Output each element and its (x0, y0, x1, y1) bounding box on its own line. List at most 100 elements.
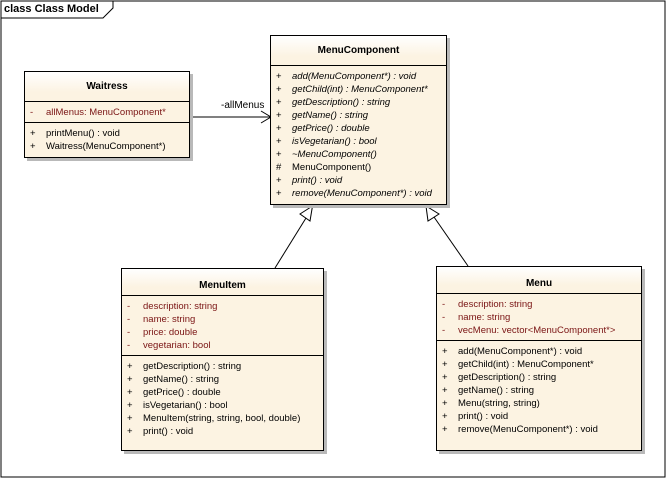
visibility-marker: + (276, 71, 282, 82)
operation-row[interactable]: + printMenu() : void (25, 127, 189, 140)
operation-text: getPrice() : double (292, 123, 370, 134)
operation-row[interactable]: + getPrice() : double (122, 386, 323, 399)
class-menuitem[interactable]: MenuItem - description: string - name: stri… (121, 268, 324, 451)
operation-row[interactable]: +~MenuComponent() (271, 148, 446, 161)
visibility-marker: + (127, 374, 133, 385)
attribute-row[interactable]: -description: string (437, 298, 641, 311)
operation-row[interactable]: + MenuItem(string, string, bool, double) (122, 412, 323, 425)
operation-text: isVegetarian() : bool (292, 136, 377, 147)
visibility-marker: - (127, 327, 131, 338)
attribute-text: vecMenu: vector<MenuComponent*> (458, 325, 616, 336)
class-menu[interactable]: Menu -description: string-name: string- v… (436, 266, 642, 451)
attribute-row[interactable]: - allMenus: MenuComponent* (25, 106, 189, 119)
operation-text: add(MenuComponent*) : void (458, 346, 583, 357)
operation-text: getPrice() : double (143, 387, 221, 398)
operation-text: MenuItem(string, string, bool, double) (143, 413, 301, 424)
visibility-marker: + (276, 149, 282, 160)
attribute-text: vegetarian: bool (143, 340, 211, 351)
visibility-marker: + (127, 387, 133, 398)
attribute-text: description: string (458, 299, 533, 310)
attribute-row[interactable]: - vegetarian: bool (122, 339, 323, 352)
visibility-marker: + (442, 346, 448, 357)
class-menu-name: Menu (437, 267, 641, 294)
attribute-row[interactable]: -name: string (437, 311, 641, 324)
visibility-marker: + (442, 359, 448, 370)
operation-text: print() : void (292, 175, 343, 186)
visibility-marker: + (127, 413, 133, 424)
operation-row[interactable]: +getChild(int) : MenuComponent* (271, 83, 446, 96)
operation-row[interactable]: +Waitress(MenuComponent*) (25, 140, 189, 153)
generalization-menuitem-arrow[interactable] (274, 204, 314, 269)
operation-row[interactable]: + getName() : string (122, 373, 323, 386)
operation-row[interactable]: +getName() : string (271, 109, 446, 122)
attribute-text: name: string (143, 314, 196, 325)
visibility-marker: + (442, 372, 448, 383)
attribute-row[interactable]: - description: string (122, 300, 323, 313)
operation-row[interactable]: +isVegetarian() : bool (122, 399, 323, 412)
attribute-row[interactable]: -price: double (122, 326, 323, 339)
operation-row[interactable]: + isVegetarian() : bool (271, 135, 446, 148)
class-menuitem-operations: +getDescription() : string+getName() : s… (122, 356, 323, 441)
visibility-marker: + (30, 128, 36, 139)
attribute-text: name: string (458, 312, 511, 323)
visibility-marker: + (276, 188, 282, 199)
class-waitress-attributes: - allMenus: MenuComponent* (25, 102, 189, 123)
operation-text: print() : void (143, 426, 194, 437)
visibility-marker: - (127, 340, 131, 351)
operation-text: getChild(int) : MenuComponent* (292, 84, 428, 95)
operation-text: getDescription() : string (458, 372, 557, 383)
attribute-row[interactable]: - name: string (122, 313, 323, 326)
generalization-menu-arrow[interactable] (425, 205, 469, 267)
operation-row[interactable]: +remove(MenuComponent*) : void (437, 423, 641, 436)
operation-row[interactable]: +print() : void (122, 425, 323, 438)
operation-row[interactable]: +add(MenuComponent*) : void (271, 70, 446, 83)
class-waitress[interactable]: Waitress - allMenus: MenuComponent* + prin… (24, 71, 190, 158)
operation-text: Menu(string, string) (458, 398, 540, 409)
operation-row[interactable]: +getDescription() : string (271, 96, 446, 109)
class-menu-attributes: -description: string-name: string- vecMen… (437, 294, 641, 341)
visibility-marker: - (442, 325, 446, 336)
operation-text: remove(MenuComponent*) : void (292, 188, 432, 199)
visibility-marker: - (30, 107, 34, 118)
operation-row[interactable]: + Menu(string, string) (437, 397, 641, 410)
operation-text: getName() : string (143, 374, 220, 385)
operation-text: Waitress(MenuComponent*) (46, 141, 166, 152)
operation-text: getName() : string (458, 385, 535, 396)
operation-row[interactable]: + add(MenuComponent*) : void (437, 345, 641, 358)
operation-row[interactable]: #MenuComponent() (271, 161, 446, 174)
visibility-marker: + (442, 398, 448, 409)
class-waitress-name: Waitress (25, 72, 189, 102)
operation-text: MenuComponent() (292, 162, 372, 173)
operation-row[interactable]: +print() : void (437, 410, 641, 423)
operation-row[interactable]: +getChild(int) : MenuComponent* (437, 358, 641, 371)
operation-text: printMenu() : void (46, 128, 120, 139)
class-menucomponent-operations: +add(MenuComponent*) : void+getChild(int… (271, 66, 446, 203)
association-role-label: -allMenus (221, 100, 265, 111)
visibility-marker: + (442, 385, 448, 396)
visibility-marker: + (276, 110, 282, 121)
visibility-marker: - (127, 301, 131, 312)
operation-text: getDescription() : string (143, 361, 242, 372)
visibility-marker: + (276, 97, 282, 108)
visibility-marker: + (276, 136, 282, 147)
attribute-text: description: string (143, 301, 218, 312)
visibility-marker: - (127, 314, 131, 325)
class-menucomponent-name: MenuComponent (271, 36, 446, 66)
operation-row[interactable]: + getDescription() : string (437, 371, 641, 384)
class-menucomponent[interactable]: MenuComponent +add(MenuComponent*) : voi… (270, 35, 447, 205)
operation-row[interactable]: + getName() : string (437, 384, 641, 397)
class-waitress-operations: + printMenu() : void+Waitress(MenuCompone… (25, 123, 189, 156)
association-arrow[interactable] (189, 110, 272, 124)
attribute-text: allMenus: MenuComponent* (46, 107, 166, 118)
operation-text: print() : void (458, 411, 509, 422)
class-menuitem-name: MenuItem (122, 269, 323, 296)
operation-row[interactable]: + print() : void (271, 174, 446, 187)
visibility-marker: + (127, 400, 133, 411)
operation-row[interactable]: + remove(MenuComponent*) : void (271, 187, 446, 200)
attribute-row[interactable]: - vecMenu: vector<MenuComponent*> (437, 324, 641, 337)
visibility-marker: + (276, 175, 282, 186)
operation-row[interactable]: +getPrice() : double (271, 122, 446, 135)
operation-row[interactable]: +getDescription() : string (122, 360, 323, 373)
diagram-frame-title: class Class Model (4, 3, 99, 15)
